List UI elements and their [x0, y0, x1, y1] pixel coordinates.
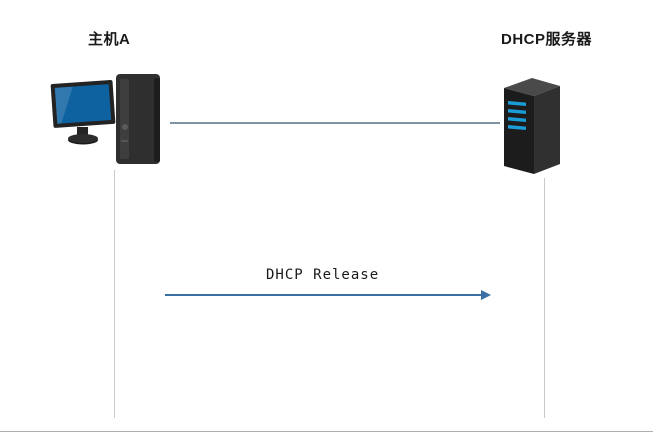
dhcp-release-arrowhead-icon	[481, 290, 491, 300]
host-a-label: 主机A	[88, 31, 131, 48]
server-tower-icon	[496, 74, 568, 180]
server-tower-graphic	[504, 78, 560, 174]
host-server-link-line	[170, 122, 500, 124]
host-lifeline	[114, 170, 115, 418]
canvas-bottom-edge	[0, 431, 653, 432]
dhcp-server-label: DHCP服务器	[501, 31, 593, 48]
desktop-computer-icon	[50, 70, 176, 174]
dhcp-release-message-label: DHCP Release	[266, 267, 380, 283]
desktop-computer-graphic	[50, 74, 160, 164]
dhcp-release-arrow-line	[165, 294, 483, 296]
server-lifeline	[544, 178, 545, 418]
